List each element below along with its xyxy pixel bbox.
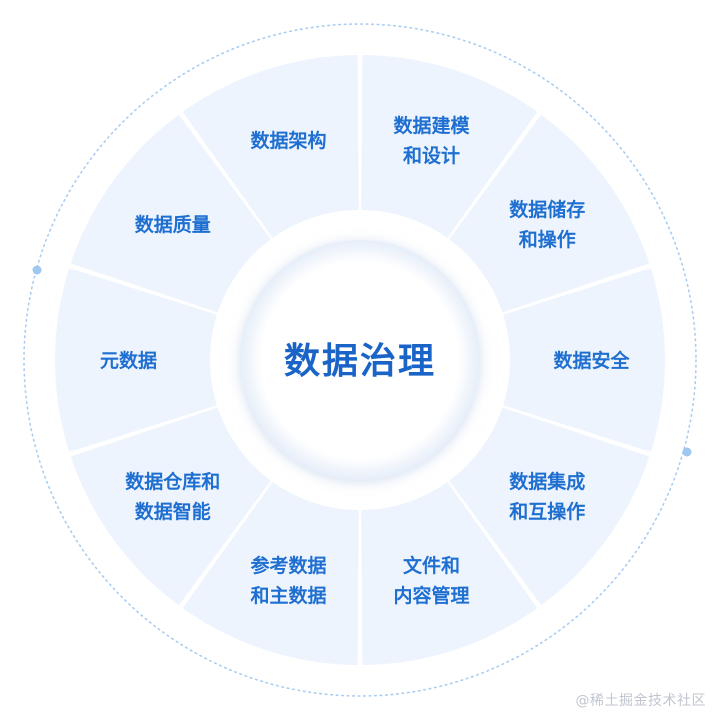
- segment-label: 数据集成和互操作: [509, 470, 585, 523]
- segment-5: [361, 482, 538, 665]
- watermark: @稀土掘金技术社区: [575, 693, 706, 709]
- segment-label: 数据建模和设计: [394, 114, 471, 167]
- segment-6: [182, 482, 359, 665]
- segment-label-line: 和互操作: [509, 500, 585, 523]
- segment-label: 参考数据和主数据: [250, 554, 326, 607]
- segment-label: 数据仓库和数据智能: [125, 470, 220, 523]
- segment-9: [70, 114, 271, 313]
- segment-label-line: 数据智能: [135, 500, 211, 523]
- segment-label-line: 和设计: [403, 144, 460, 167]
- segment-label-line: 参考数据: [250, 554, 326, 577]
- center-hub: [240, 240, 480, 480]
- segment-label: 数据质量: [135, 213, 211, 236]
- segment-label-line: 和主数据: [250, 584, 326, 607]
- segment-label-line: 文件和: [403, 554, 460, 577]
- segment-1: [361, 55, 538, 238]
- segment-label-line: 数据储存: [509, 198, 585, 221]
- segment-label-line: 数据安全: [553, 349, 630, 372]
- segment-label-line: 和操作: [519, 228, 576, 251]
- segment-7: [70, 407, 271, 606]
- segment-label: 数据安全: [553, 349, 630, 372]
- segment-3: [503, 268, 665, 452]
- segment-label-line: 内容管理: [394, 584, 470, 607]
- ring-dot: [682, 447, 692, 457]
- segment-4: [449, 407, 650, 606]
- outer-dotted-ring: [23, 23, 697, 697]
- segment-label-line: 元数据: [100, 349, 157, 372]
- ring-dot: [32, 265, 42, 275]
- segment-10: [182, 55, 359, 238]
- segment-label: 数据架构: [250, 129, 326, 152]
- segment-2: [449, 114, 650, 313]
- center-title: 数据治理: [284, 341, 436, 382]
- segment-label: 文件和内容管理: [394, 554, 470, 607]
- segment-label-line: 数据质量: [135, 213, 211, 236]
- segment-label-line: 数据架构: [250, 129, 326, 152]
- segment-label: 元数据: [100, 349, 157, 372]
- segment-label-line: 数据集成: [509, 470, 585, 493]
- segment-label-line: 数据仓库和: [125, 470, 220, 493]
- segment-label-line: 数据建模: [394, 114, 471, 137]
- segment-label: 数据储存和操作: [509, 198, 585, 251]
- segment-8: [54, 268, 217, 452]
